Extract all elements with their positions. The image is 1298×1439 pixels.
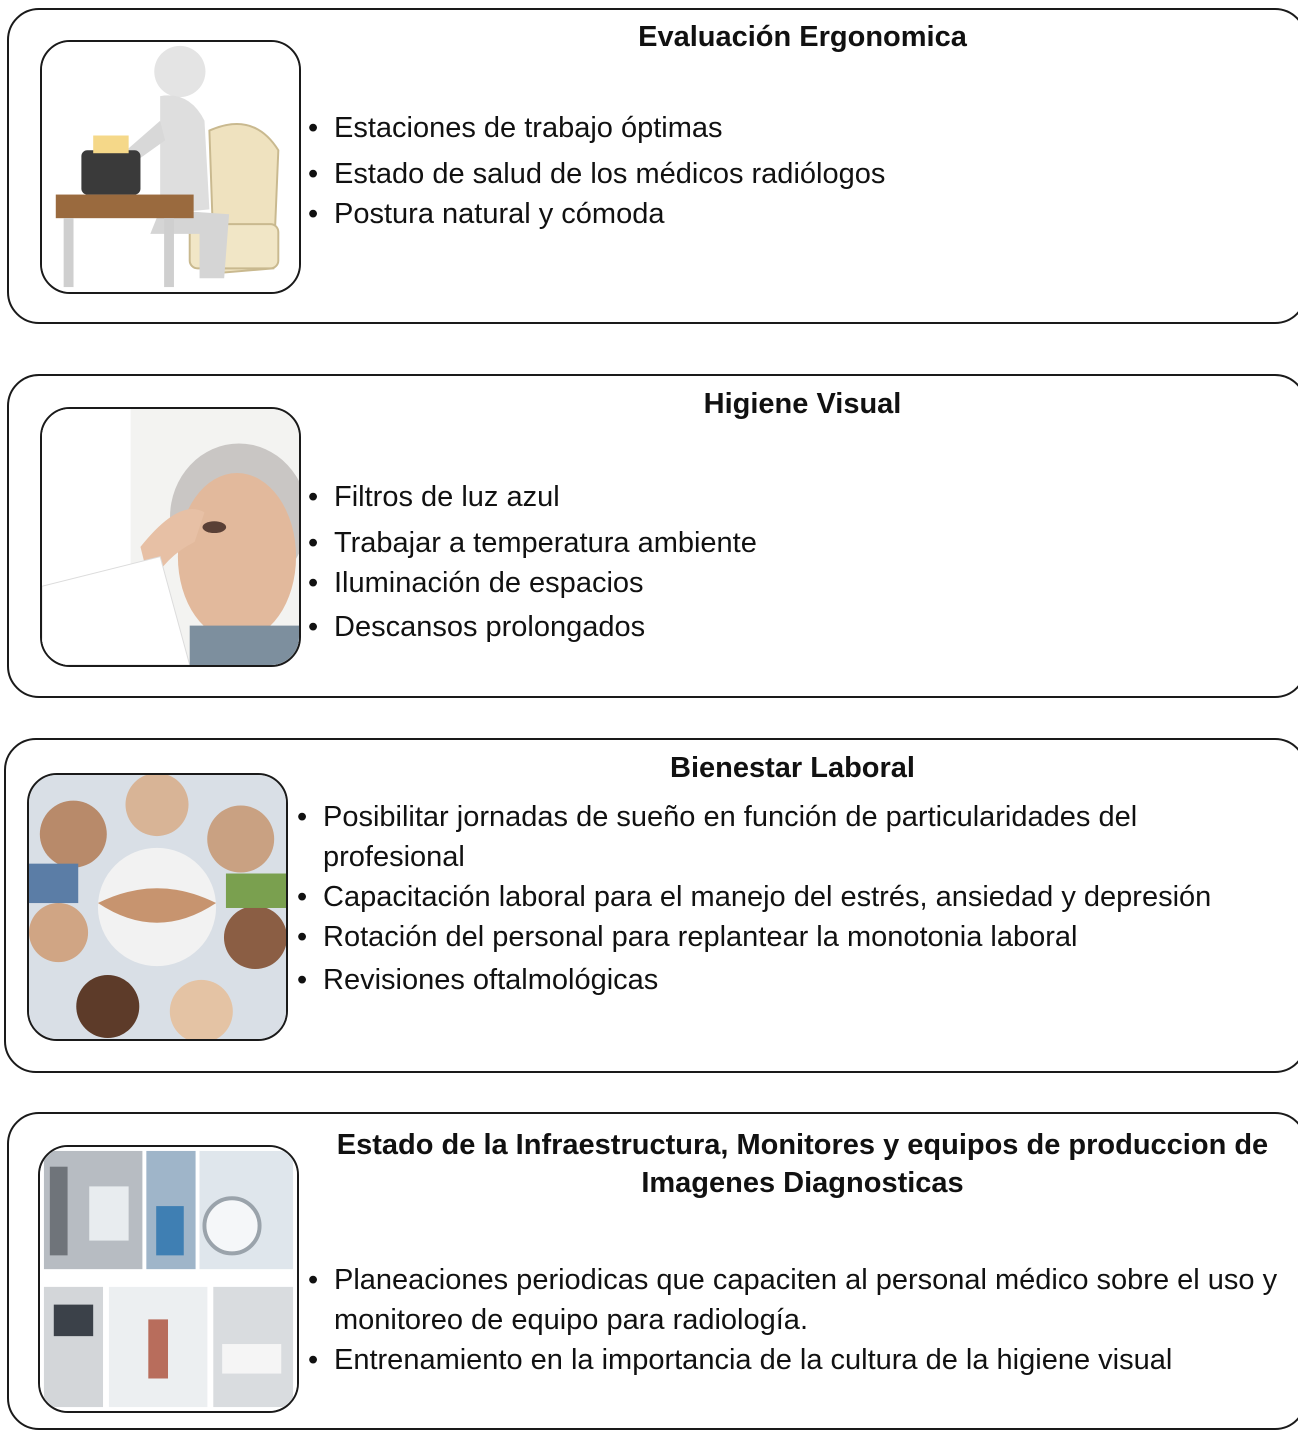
list-item: Trabajar a temperatura ambiente bbox=[308, 523, 1288, 563]
list-item: Planeaciones periodicas que capaciten al… bbox=[308, 1260, 1278, 1340]
panel-title: Evaluación Ergonomica bbox=[638, 21, 967, 53]
bullet-list: Estaciones de trabajo óptimas Estado de … bbox=[308, 108, 1288, 234]
bullet-list: Planeaciones periodicas que capaciten al… bbox=[308, 1260, 1278, 1380]
list-item: Posibilitar jornadas de sueño en función… bbox=[297, 797, 1257, 877]
radiology-equipment-collage bbox=[38, 1145, 299, 1413]
bullet-list: Posibilitar jornadas de sueño en función… bbox=[297, 797, 1257, 1000]
panel-title: Higiene Visual bbox=[703, 388, 902, 420]
team-hands-photo bbox=[27, 773, 288, 1041]
list-item: Postura natural y cómoda bbox=[308, 194, 1288, 234]
bullet-list: Filtros de luz azul Trabajar a temperatu… bbox=[308, 477, 1288, 647]
panel-title: Estado de la Infraestructura, Monitores … bbox=[336, 1129, 1269, 1199]
list-item: Estado de salud de los médicos radiólogo… bbox=[308, 154, 1288, 194]
list-item: Rotación del personal para replantear la… bbox=[297, 917, 1257, 957]
eye-exam-photo bbox=[40, 407, 301, 667]
list-item: Descansos prolongados bbox=[308, 607, 1288, 647]
list-item: Estaciones de trabajo óptimas bbox=[308, 108, 1288, 148]
typist-figure-illustration bbox=[40, 40, 301, 294]
list-item: Filtros de luz azul bbox=[308, 477, 1288, 517]
list-item: Entrenamiento en la importancia de la cu… bbox=[308, 1340, 1278, 1380]
list-item: Capacitación laboral para el manejo del … bbox=[297, 877, 1257, 917]
list-item: Revisiones oftalmológicas bbox=[297, 960, 1257, 1000]
list-item: Iluminación de espacios bbox=[308, 563, 1288, 603]
panel-title: Bienestar Laboral bbox=[670, 752, 915, 784]
